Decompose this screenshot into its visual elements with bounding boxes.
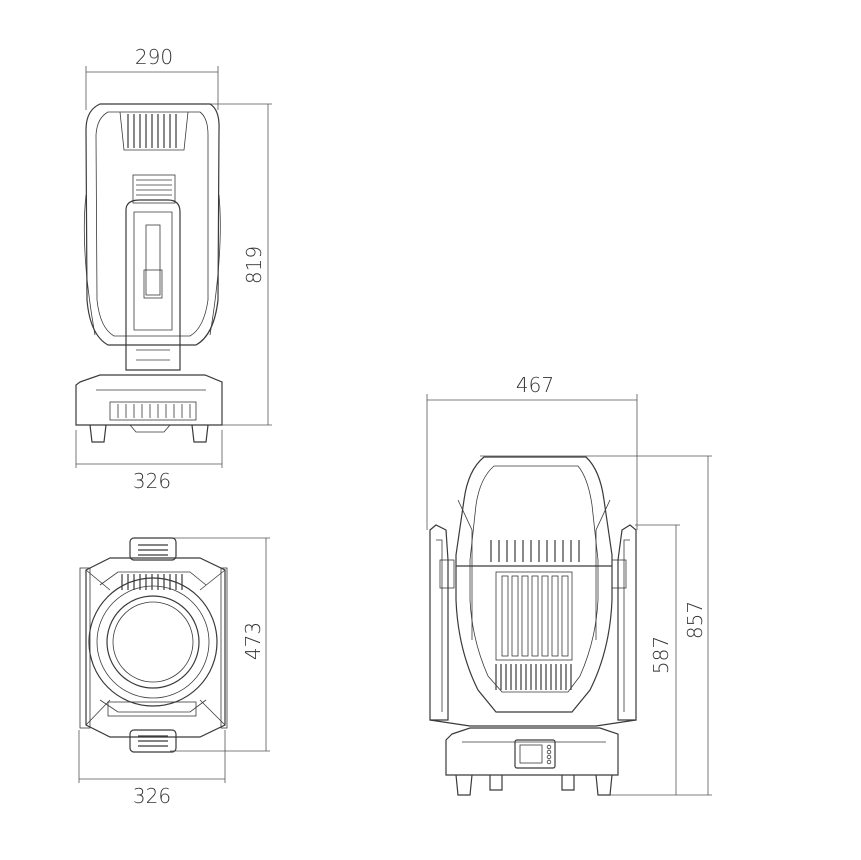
top-handle-lower [129, 729, 177, 753]
dim-label-side-width: 290 [135, 45, 173, 69]
side-mid-vents [136, 179, 172, 196]
dimension-side-base-width: 326 [75, 430, 223, 493]
top-handle-upper [129, 537, 177, 561]
front-yoke-right [611, 524, 637, 721]
dim-label-front-width: 467 [516, 373, 554, 397]
dim-label-front-yoke-height: 587 [649, 636, 673, 674]
dimension-top-height: 473 [170, 537, 270, 752]
side-head [83, 103, 221, 346]
side-base [75, 374, 223, 443]
front-lower-grille [495, 664, 572, 690]
top-view: 473 326 [78, 537, 270, 808]
front-head [455, 456, 613, 713]
front-base [445, 727, 619, 796]
dim-label-front-total-height: 857 [683, 601, 707, 639]
dim-label-side-height: 819 [242, 246, 266, 284]
front-upper-fins [490, 540, 580, 562]
front-view: 467 587 857 [426, 373, 712, 796]
dimension-front-total-height: 857 [480, 455, 712, 796]
front-center-vents [501, 575, 569, 657]
dimension-front-width: 467 [426, 373, 638, 530]
front-yoke-left [429, 524, 455, 721]
front-display-panel [514, 739, 556, 769]
dimension-front-yoke-height: 587 [635, 524, 680, 795]
dimension-side-width: 290 [85, 45, 219, 110]
dimension-top-width: 326 [78, 730, 226, 808]
dim-label-top-height: 473 [241, 622, 265, 660]
side-base-vents [117, 404, 191, 418]
side-yoke-arm [125, 199, 181, 371]
side-top-vents [127, 114, 177, 148]
dim-label-top-width: 326 [133, 784, 171, 808]
top-lens [106, 595, 200, 689]
dimension-side-height: 819 [210, 103, 272, 426]
side-view: 290 819 326 [75, 45, 272, 493]
top-front-grille [121, 574, 183, 590]
dim-label-side-base-width: 326 [133, 469, 171, 493]
